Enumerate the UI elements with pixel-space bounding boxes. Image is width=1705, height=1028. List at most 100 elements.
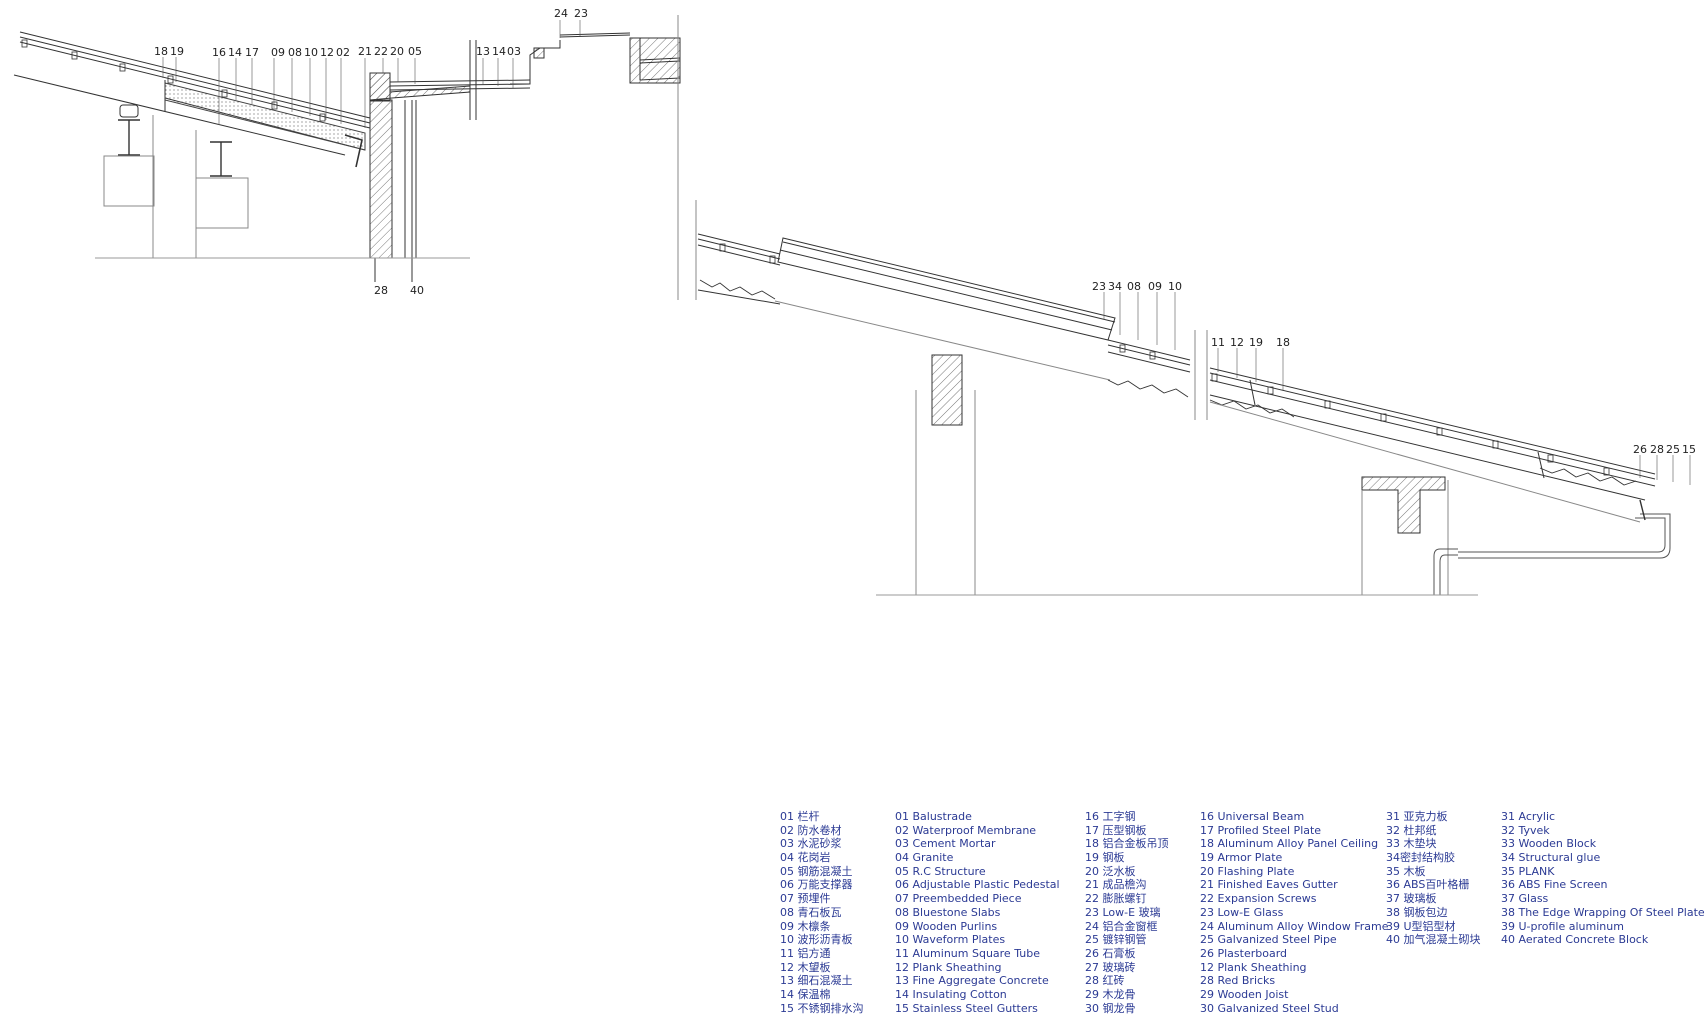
callout: 23: [574, 7, 588, 20]
legend-item: 24 铝合金窗框: [1085, 919, 1158, 933]
callout: 15: [1682, 443, 1696, 456]
legend-item: 33 Wooden Block: [1501, 837, 1597, 851]
legend-item: 01 栏杆: [780, 810, 820, 823]
callout: 11: [1211, 336, 1225, 349]
legend-item: 22 膨胀螺钉: [1085, 892, 1147, 906]
callout: 10: [304, 46, 318, 59]
legend-item: 39 U-profile aluminum: [1501, 919, 1624, 933]
callout: 05: [408, 45, 422, 58]
legend-item: 10 波形沥青板: [780, 933, 853, 947]
legend-item: 33 木垫块: [1386, 837, 1437, 851]
legend-item: 04 花岗岩: [780, 851, 831, 865]
legend-item: 37 玻璃板: [1386, 892, 1437, 906]
legend-item: 24 Aluminum Alloy Window Frame: [1200, 919, 1389, 933]
roof-tiles-right: [719, 243, 1610, 476]
legend-item: 16 Universal Beam: [1200, 810, 1305, 823]
legend-item: 21 Finished Eaves Gutter: [1200, 878, 1338, 892]
callout: 22: [374, 45, 388, 58]
callout: 03: [507, 45, 521, 58]
legend-item: 14 Insulating Cotton: [895, 987, 1007, 1001]
callouts-right: 23 34 08 09 10 11 12 19 18 26 28 25 15: [1092, 280, 1696, 456]
legend-item: 18 铝合金板吊顶: [1085, 837, 1169, 851]
callout: 09: [271, 46, 285, 59]
callout: 18: [154, 45, 168, 58]
legend-item: 20 泛水板: [1085, 864, 1136, 878]
legend-item: 01 Balustrade: [895, 810, 972, 823]
legend-item: 15 不锈钢排水沟: [780, 1001, 864, 1015]
legend-item: 34密封结构胶: [1386, 851, 1455, 865]
top-left-section: [13, 15, 681, 300]
callout: 02: [336, 46, 350, 59]
legend-item: 02 防水卷材: [780, 823, 842, 837]
legend-item: 23 Low-E 玻璃: [1085, 905, 1161, 919]
callout: 28: [374, 284, 388, 297]
callout: 21: [358, 45, 372, 58]
callout: 10: [1168, 280, 1182, 293]
callout: 19: [1249, 336, 1263, 349]
legend-item: 31 Acrylic: [1501, 810, 1556, 823]
callout: 12: [1230, 336, 1244, 349]
callout: 12: [320, 46, 334, 59]
legend-item: 05 钢筋混凝土: [780, 864, 853, 878]
legend-item: 28 Red Bricks: [1200, 974, 1276, 988]
callouts-top-left: 18 19 16 14 17 09 08 10 12 02 21 22 20 0…: [154, 7, 588, 297]
legend-item: 25 镀锌钢管: [1085, 933, 1147, 947]
legend-item: 18 Aluminum Alloy Panel Ceiling: [1200, 837, 1379, 851]
legend-item: 10 Waveform Plates: [895, 933, 1006, 947]
callout: 13: [476, 45, 490, 58]
legend-item: 22 Expansion Screws: [1200, 892, 1317, 906]
legend-item: 23 Low-E Glass: [1200, 905, 1284, 919]
legend-item: 38 The Edge Wrapping Of Steel Plate: [1501, 905, 1705, 919]
callout: 25: [1666, 443, 1680, 456]
legend-item: 38 钢板包边: [1386, 905, 1448, 919]
legend-item: 12 木望板: [780, 960, 831, 974]
callout: 40: [410, 284, 424, 297]
callout: 08: [1127, 280, 1141, 293]
legend-item: 39 U型铝型材: [1386, 919, 1456, 933]
legend-item: 26 Plasterboard: [1200, 946, 1288, 960]
legend-item: 15 Stainless Steel Gutters: [895, 1001, 1038, 1015]
legend-item: 21 成品檐沟: [1085, 878, 1147, 892]
right-section: [695, 200, 1691, 596]
legend-item: 02 Waterproof Membrane: [895, 823, 1037, 837]
legend-item: 04 Granite: [895, 851, 954, 865]
legend-item: 28 红砖: [1085, 974, 1125, 988]
legend-item: 17 Profiled Steel Plate: [1200, 823, 1322, 837]
legend-item: 32 杜邦纸: [1386, 823, 1437, 837]
legend-item: 13 Fine Aggregate Concrete: [895, 974, 1049, 988]
i-beam-right: [210, 141, 232, 177]
legend-item: 08 青石板瓦: [780, 905, 842, 919]
legend-item: 30 钢龙骨: [1085, 1001, 1136, 1015]
callout: 23: [1092, 280, 1106, 293]
legend-item: 35 PLANK: [1501, 864, 1555, 878]
legend-item: 12 Plank Sheathing: [895, 960, 1002, 974]
legend-item: 19 钢板: [1085, 851, 1125, 865]
callout: 20: [390, 45, 404, 58]
legend-item: 03 Cement Mortar: [895, 837, 996, 851]
legend-item: 40 加气混凝土砌块: [1386, 933, 1481, 947]
legend-item: 36 ABS Fine Screen: [1501, 878, 1608, 892]
legend-item: 03 水泥砂浆: [780, 837, 842, 851]
callout: 19: [170, 45, 184, 58]
legend-item: 08 Bluestone Slabs: [895, 905, 1001, 919]
roof-tiles: [21, 39, 326, 122]
legend-item: 25 Galvanized Steel Pipe: [1200, 933, 1337, 947]
legend-item: 20 Flashing Plate: [1200, 864, 1295, 878]
legend-item: 30 Galvanized Steel Stud: [1200, 1001, 1339, 1015]
legend-item: 29 Wooden Joist: [1200, 987, 1289, 1001]
callout: 14: [228, 46, 242, 59]
legend-item: 06 Adjustable Plastic Pedestal: [895, 878, 1060, 892]
legend-item: 11 Aluminum Square Tube: [895, 946, 1040, 960]
legend-item: 40 Aerated Concrete Block: [1501, 933, 1649, 947]
callout: 34: [1108, 280, 1122, 293]
legend-item: 07 预埋件: [780, 892, 831, 906]
legend-item: 06 万能支撑器: [780, 878, 853, 892]
callout: 14: [492, 45, 506, 58]
legend-item: 05 R.C Structure: [895, 864, 986, 878]
legend-item: 34 Structural glue: [1501, 851, 1601, 865]
legend-item: 31 亚克力板: [1386, 810, 1448, 823]
